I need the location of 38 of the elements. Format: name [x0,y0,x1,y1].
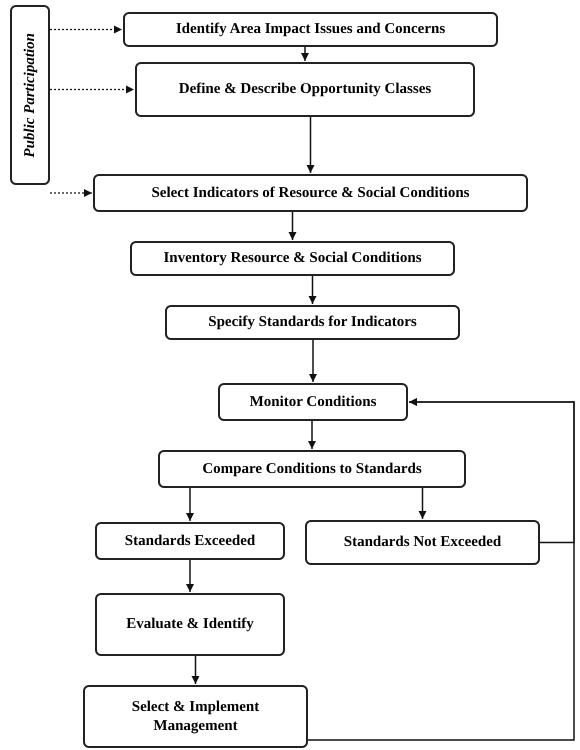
box-label: Select Indicators of Resource & Social Conditions [151,184,470,202]
box-label: Identify Area Impact Issues and Concerns [176,20,446,39]
process-box [95,522,285,560]
process-box [135,62,475,117]
process-box [305,520,540,565]
arrow [50,86,134,94]
box-label: Inventory Resource & Social Conditions [163,249,422,268]
process-box [10,5,50,185]
process-box [95,593,285,656]
box-label: Specify Standards for Indicators [208,313,417,332]
box-label: Compare Conditions to Standards [202,460,422,478]
arrow [308,421,316,449]
arrow [50,26,122,34]
process-box [93,174,528,212]
process-box [158,450,466,488]
arrow [309,340,317,382]
box-label: Public Participation [20,32,39,158]
arrow [192,656,200,684]
box-label: Monitor Conditions [250,392,376,412]
arrow [288,212,296,240]
box-label: Standards Exceeded [124,532,256,550]
process-box [130,241,455,276]
arrow [50,189,92,197]
box-label: Standards Not Exceeded [344,533,502,552]
arrow [306,117,314,173]
box-label: Define & Describe Opportunity Classes [178,80,432,99]
box-label: Select & Implement Management [130,698,260,736]
process-box [123,12,498,47]
process-box [165,305,460,340]
arrow [301,47,309,61]
arrow [186,560,194,592]
arrow [308,276,316,304]
arrow [308,398,575,741]
arrow [186,488,194,521]
process-box [218,383,408,421]
box-label: Evaluate & Identify [126,615,254,634]
arrow [418,488,426,519]
process-box [83,685,308,748]
